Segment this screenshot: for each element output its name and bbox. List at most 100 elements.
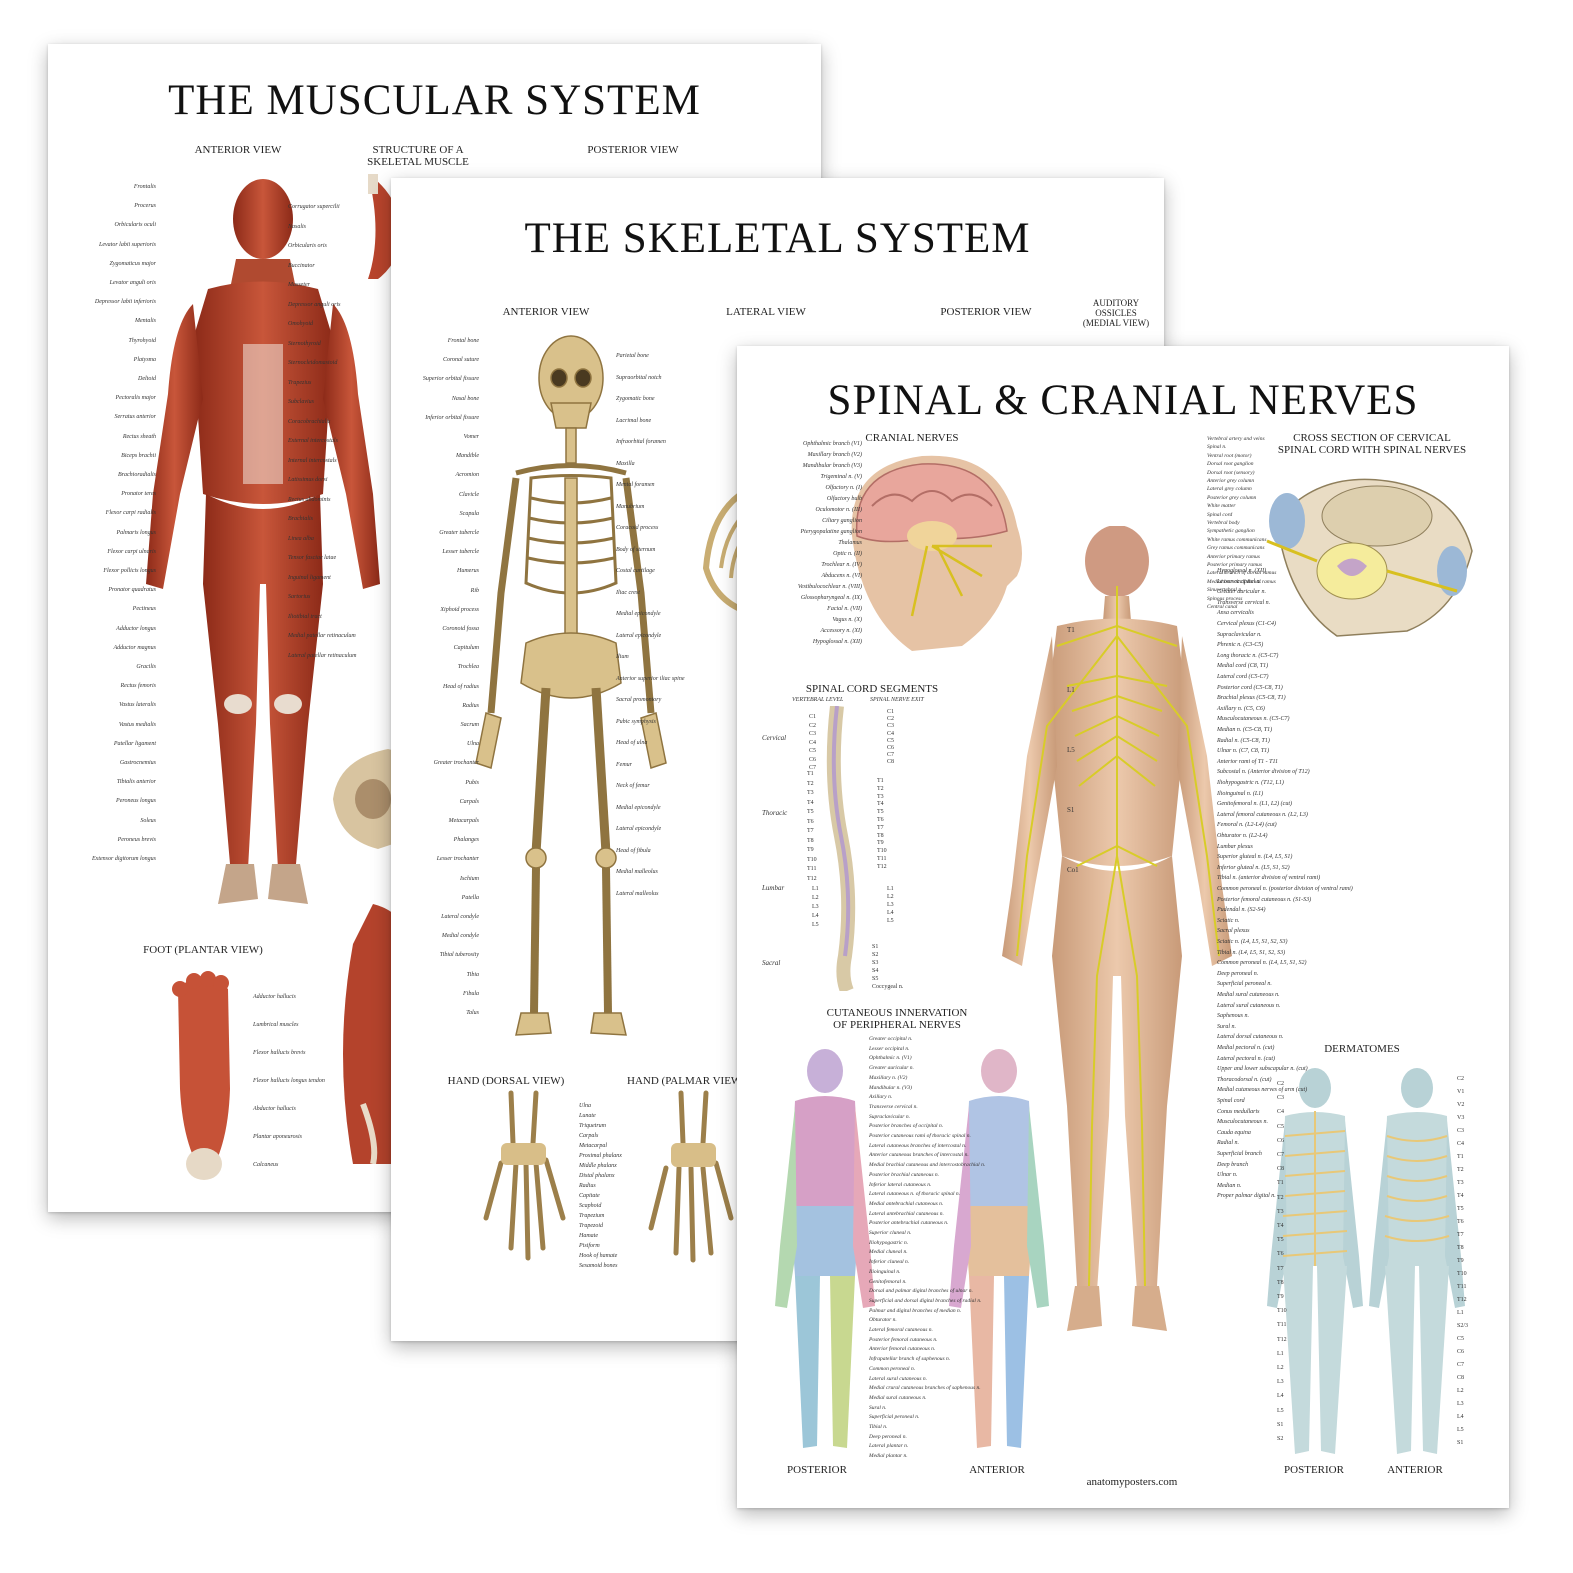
spinal-region-2: Lumbar: [762, 884, 785, 892]
cutaneous-label-6: Axillary n.: [869, 1094, 893, 1101]
nerve-label-38: Deep peroneal n.: [1217, 970, 1259, 977]
cutaneous-label-14: Posterior brachial cutaneous n.: [869, 1171, 939, 1178]
cutaneous-label-25: Genitofemoral n.: [869, 1278, 907, 1285]
nerve-label-20: Iliohypogastric n. (T12, L1): [1217, 780, 1284, 786]
vert-thoracic-3: T4: [807, 799, 814, 806]
nerve-label-4: Ansa cervicalis: [1217, 610, 1254, 617]
bone-label-right-20: Neck of femur: [616, 783, 650, 789]
dermatomes-heading: DERMATOMES: [1324, 1043, 1400, 1055]
hand-bone-label-2: Triquetrum: [579, 1123, 607, 1129]
cutaneous-label-22: Medial cluneal n.: [869, 1249, 908, 1256]
nerve-label-29: Tibial n. (anterior division of ventral …: [1217, 875, 1321, 882]
nerve-label-25: Obturator n. (L2-L4): [1217, 833, 1268, 839]
exit-lumbar-1: L2: [887, 894, 894, 900]
cutaneous-label-31: Posterior femoral cutaneous n.: [869, 1336, 938, 1343]
muscle-label-left-24: Adductor magnus: [113, 644, 157, 651]
muscle-label-left-13: Rectus sheath: [122, 433, 156, 440]
exit-lumbar-3: L4: [887, 910, 894, 916]
muscle-label-left-20: Flexor pollicis longus: [103, 568, 156, 574]
nerve-label-6: Supraclavicular n.: [1217, 631, 1262, 638]
cutaneous-label-37: Medial sural cutaneous n.: [869, 1394, 927, 1401]
cutaneous-label-28: Palmar and digital branches of median n.: [869, 1307, 962, 1314]
derm-left-8: T2: [1277, 1194, 1284, 1201]
vert-thoracic-8: T9: [807, 847, 814, 853]
muscle-label-right-1: Nasalis: [288, 223, 307, 230]
bone-label-left-10: Greater tubercle: [439, 530, 479, 536]
cranial-label-15: Facial n. (VII): [827, 606, 862, 612]
cranial-label-11: Trochlear n. (IV): [821, 562, 862, 568]
derm-left-13: T7: [1277, 1265, 1284, 1272]
derm-right-16: T11: [1457, 1284, 1467, 1290]
cutaneous-label-21: Iliohypogastric n.: [869, 1239, 909, 1246]
derm-left-22: L4: [1277, 1393, 1284, 1400]
muscle-label-right-2: Orbicularis oris: [288, 243, 327, 249]
cranial-label-4: Olfactory n. (I): [825, 485, 863, 491]
bone-label-left-24: Carpals: [459, 798, 479, 805]
cutaneous-label-12: Anterior cutaneous branches of intercost…: [869, 1152, 969, 1159]
exit-sacral-0: S1: [872, 944, 879, 950]
cross-label-13: Grey ramus communicans: [1207, 545, 1265, 552]
bone-label-right-10: Costal cartilage: [616, 568, 655, 574]
vert-thoracic-10: T11: [807, 866, 817, 872]
cutaneous-label-32: Anterior femoral cutaneous n.: [869, 1346, 936, 1353]
cross-section-heading: CROSS SECTION OF CERVICAL SPINAL CORD WI…: [1277, 432, 1467, 456]
vert-thoracic-5: T6: [807, 818, 814, 825]
muscle-label-left-23: Adductor longus: [116, 625, 156, 632]
derm-left-24: S1: [1277, 1421, 1284, 1428]
cutaneous-anterior-label: ANTERIOR: [969, 1464, 1025, 1476]
nerve-label-17: Ulnar n. (C7, C8, T1): [1217, 748, 1270, 755]
cutaneous-label-15: Inferior lateral cutaneous n.: [869, 1181, 932, 1188]
bone-label-left-8: Clavicle: [459, 491, 479, 498]
cutaneous-label-13: Medial brachial cutaneous and intercosto…: [869, 1162, 986, 1169]
foot-label-4: Abductor hallucis: [253, 1106, 296, 1112]
exit-thoracic-4: T5: [877, 809, 884, 816]
derm-left-19: L1: [1277, 1350, 1284, 1357]
muscle-label-left-30: Gastrocnemius: [119, 760, 156, 766]
exit-cervical-1: C2: [887, 716, 895, 723]
bone-label-right-3: Lacrimal bone: [616, 417, 652, 424]
muscle-label-left-0: Frontalis: [133, 184, 156, 190]
derm-right-24: L2: [1457, 1388, 1464, 1394]
cutaneous-label-18: Lateral antebrachial cutaneous n.: [869, 1210, 944, 1217]
vert-cervical-1: C2: [809, 722, 817, 729]
bone-label-left-31: Medial condyle: [441, 933, 479, 940]
nerve-label-57: Ulnar n.: [1217, 1172, 1238, 1179]
derm-left-12: T6: [1277, 1251, 1284, 1258]
anterior-skeleton-figure: [475, 335, 667, 1036]
derm-right-14: T9: [1457, 1258, 1464, 1264]
hand-bone-label-5: Proximal phalanx: [579, 1153, 622, 1159]
spinal-region-0: Cervical: [762, 734, 787, 742]
muscle-label-left-32: Peroneus longus: [116, 798, 156, 805]
skeletal-hand-palmar: HAND (PALMAR VIEW): [627, 1075, 745, 1087]
nerve-label-47: Upper and lower subscapular n. (cut): [1217, 1066, 1308, 1073]
nerve-label-7: Phrenic n. (C3-C5): [1217, 642, 1264, 649]
hand-dorsal-figure: [483, 1090, 566, 1261]
cross-label-12: White ramus communicans: [1207, 536, 1267, 543]
derm-right-8: T3: [1457, 1180, 1464, 1186]
exit-thoracic-9: T10: [877, 848, 887, 855]
exit-cervical-6: C7: [887, 752, 895, 759]
derm-right-23: C8: [1457, 1375, 1465, 1381]
bone-label-left-26: Phalanges: [453, 837, 479, 844]
cutaneous-label-43: Medial plantar n.: [869, 1453, 908, 1460]
derm-left-5: C7: [1277, 1152, 1285, 1158]
muscle-label-right-15: Rectus abdominis: [288, 496, 331, 503]
muscle-label-right-20: Sartorius: [288, 594, 311, 600]
bone-label-left-2: Superior orbital fissure: [422, 376, 479, 383]
muscle-label-right-5: Depressor anguli oris: [288, 301, 341, 308]
nerve-label-24: Femoral n. (L2-L4) (cut): [1217, 822, 1277, 829]
bone-label-left-0: Frontal bone: [447, 338, 479, 344]
muscle-label-left-12: Serratus anterior: [114, 414, 156, 421]
nerve-label-50: Spinal cord: [1217, 1098, 1245, 1104]
bone-label-right-25: Lateral malleolus: [616, 890, 659, 897]
cutaneous-label-1: Lesser occipital n.: [869, 1045, 910, 1052]
bone-label-left-15: Coronoid fossa: [442, 626, 479, 632]
cranial-label-13: Vestibulocochlear n. (VIII): [797, 584, 862, 590]
cutaneous-label-9: Posterior branches of occipital n.: [869, 1123, 944, 1130]
bone-label-right-12: Medial epicondyle: [616, 611, 661, 617]
muscle-label-left-3: Levator labii superioris: [98, 241, 156, 248]
bone-label-right-9: Body of sternum: [616, 546, 656, 553]
muscular-structure-label: STRUCTURE OF A SKELETAL MUSCLE: [367, 144, 469, 168]
bone-label-left-12: Humerus: [457, 568, 479, 575]
nerve-label-54: Radial n.: [1217, 1140, 1239, 1147]
